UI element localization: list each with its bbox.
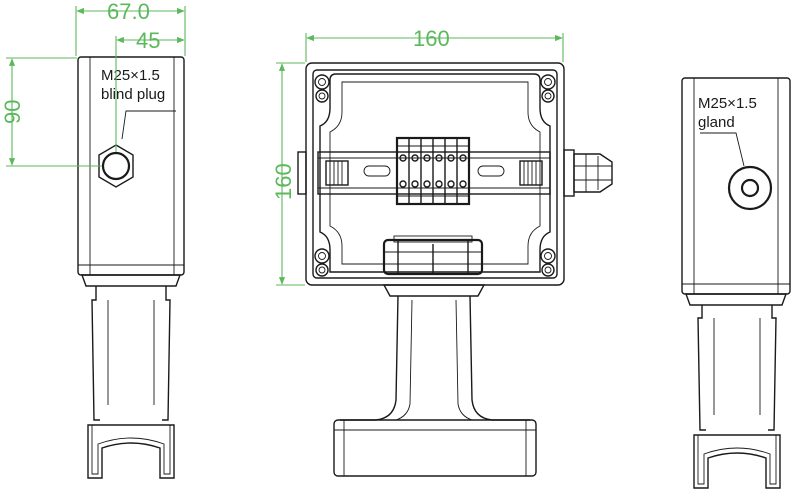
dim-width-to-plug: 45 <box>136 28 160 53</box>
dim-front-height: 160 <box>271 163 296 200</box>
terminal-block <box>395 136 471 206</box>
left-side-view: M25×1.5 blind plug 67.0 45 90 <box>0 0 186 479</box>
left-dimensions: 67.0 45 90 <box>0 0 186 167</box>
dim-height-to-plug: 90 <box>0 100 25 124</box>
front-left-plug <box>297 151 307 195</box>
front-cable-gland <box>563 149 613 197</box>
gland-leader-line <box>700 132 745 167</box>
right-cable-gland <box>727 165 773 211</box>
bottom-connector <box>382 235 484 276</box>
left-mounting-bracket <box>81 274 181 479</box>
gland-note-line2: gland <box>698 114 735 131</box>
front-dimensions: 160 160 <box>271 26 564 286</box>
inner-lid-outline <box>319 73 551 273</box>
front-view: 160 160 <box>271 26 613 477</box>
din-rail <box>317 151 551 195</box>
right-mounting-bracket <box>685 293 787 489</box>
gland-note-line1: M25×1.5 <box>698 95 757 112</box>
dim-front-width: 160 <box>413 26 450 51</box>
corner-screws <box>314 74 556 277</box>
plug-note-line2: blind plug <box>101 86 165 103</box>
blind-plug <box>98 144 134 188</box>
front-mounting-bracket <box>333 284 537 477</box>
dim-overall-width: 67.0 <box>107 0 150 24</box>
right-side-view: M25×1.5 gland <box>681 77 791 489</box>
plug-leader-line <box>121 110 176 140</box>
plug-note-line1: M25×1.5 <box>101 67 160 84</box>
